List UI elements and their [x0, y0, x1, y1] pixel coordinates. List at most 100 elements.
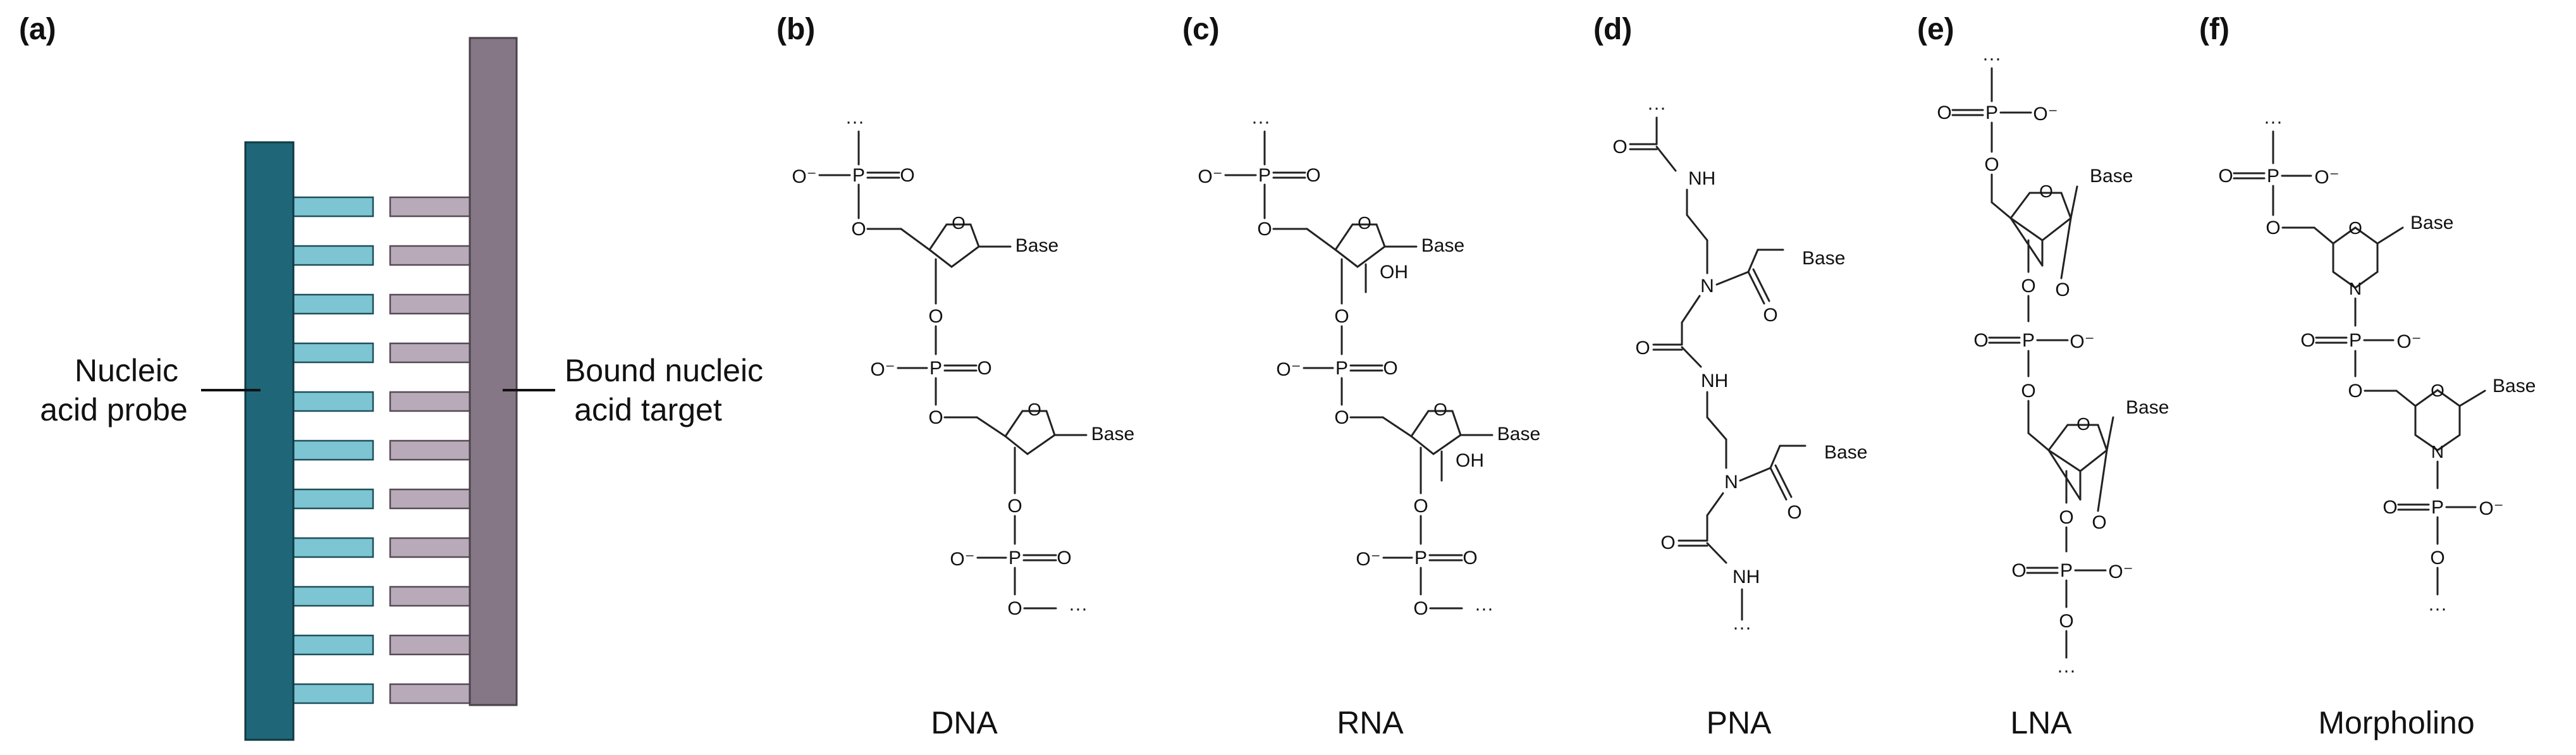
svg-text:O: O	[1334, 407, 1349, 428]
svg-text:O⁻: O⁻	[2479, 498, 2503, 519]
probe-base	[292, 391, 374, 412]
panel-d-pna: (d) ··· O NH N Base O O NH	[1593, 13, 1867, 740]
svg-text:···: ···	[1251, 111, 1270, 132]
svg-text:···: ···	[1982, 48, 2001, 69]
probe-backbone	[244, 141, 295, 741]
svg-text:O: O	[1973, 330, 1988, 351]
svg-text:O: O	[1660, 532, 1675, 553]
svg-text:O: O	[1984, 154, 1999, 175]
svg-text:O: O	[1306, 165, 1320, 186]
pna-structure: ··· O NH N Base O O NH	[1612, 97, 1867, 638]
panel-c-rna: (c) ··· P O⁻ O O O Base OH O P O⁻	[1182, 13, 1540, 740]
svg-text:O: O	[2011, 560, 2026, 581]
target-base	[389, 245, 471, 266]
svg-text:O: O	[2039, 181, 2053, 201]
svg-text:N: N	[1724, 472, 1738, 493]
svg-text:O: O	[1413, 598, 1428, 619]
panel-a: (a) Nucleic acid probe Bound nucleic aci…	[19, 13, 763, 741]
svg-text:OH: OH	[1380, 262, 1408, 283]
svg-text:P: P	[1009, 548, 1021, 568]
svg-text:O: O	[1787, 502, 1801, 523]
svg-text:P: P	[2060, 560, 2073, 581]
svg-text:Base: Base	[2410, 212, 2453, 233]
svg-text:···: ···	[2057, 660, 2076, 681]
svg-text:O: O	[1358, 213, 1371, 233]
svg-text:O: O	[1413, 496, 1428, 517]
svg-text:O: O	[1257, 219, 1272, 240]
svg-text:P: P	[1985, 102, 1998, 123]
probe-base	[292, 488, 374, 510]
svg-text:O: O	[1383, 358, 1397, 379]
svg-text:O: O	[1463, 548, 1477, 568]
svg-text:O: O	[2021, 276, 2035, 297]
probe-label-line2: acid probe	[40, 392, 188, 427]
target-base	[389, 488, 471, 510]
svg-text:O: O	[952, 213, 966, 233]
svg-text:NH: NH	[1733, 567, 1760, 587]
svg-text:Base: Base	[1497, 424, 1540, 445]
caption-rna: RNA	[1337, 705, 1404, 740]
svg-text:Base: Base	[2126, 397, 2169, 418]
svg-text:O⁻: O⁻	[2033, 104, 2058, 125]
svg-text:Base: Base	[1091, 424, 1134, 445]
probe-base	[292, 342, 374, 364]
svg-text:···: ···	[2264, 111, 2283, 132]
svg-text:O: O	[2055, 279, 2070, 300]
morpholino-structure: ··· P O O⁻ O O N Base P O O⁻ O	[2218, 111, 2536, 619]
svg-text:N: N	[2349, 279, 2362, 298]
target-base	[389, 293, 471, 315]
svg-text:O: O	[2218, 166, 2233, 187]
svg-text:O⁻: O⁻	[1356, 549, 1380, 570]
svg-text:O⁻: O⁻	[870, 359, 895, 380]
caption-dna: DNA	[931, 705, 998, 740]
svg-text:P: P	[2431, 497, 2444, 518]
caption-lna: LNA	[2010, 705, 2072, 740]
probe-label-line1: Nucleic	[75, 353, 178, 388]
target-base	[389, 391, 471, 412]
panel-label-b: (b)	[776, 13, 815, 46]
rna-structure: ··· P O⁻ O O O Base OH O P O⁻	[1198, 111, 1540, 619]
svg-text:O: O	[2059, 611, 2073, 632]
svg-text:N: N	[1700, 276, 1714, 297]
svg-text:Base: Base	[2090, 166, 2133, 187]
svg-text:Base: Base	[1421, 235, 1464, 256]
svg-text:O: O	[1937, 102, 1951, 123]
panel-e-lna: (e) ··· P O O⁻ O O Base O O P	[1917, 13, 2169, 740]
svg-text:OH: OH	[1456, 450, 1484, 471]
svg-text:O⁻: O⁻	[2070, 331, 2094, 352]
svg-text:NH: NH	[1688, 168, 1715, 189]
svg-text:O: O	[2431, 381, 2444, 400]
svg-text:P: P	[2267, 166, 2279, 187]
svg-text:P: P	[2349, 330, 2362, 351]
svg-text:O: O	[2348, 218, 2362, 238]
svg-text:O: O	[2383, 497, 2397, 518]
svg-text:Base: Base	[1824, 442, 1867, 463]
svg-text:O: O	[928, 407, 943, 428]
svg-text:O: O	[851, 219, 866, 240]
panel-label-d: (d)	[1593, 13, 1632, 46]
probe-base	[292, 196, 374, 218]
panel-f-morpholino: (f) ··· P O O⁻ O O N Base P O O⁻	[2199, 13, 2536, 740]
svg-text:O: O	[1334, 306, 1349, 327]
svg-text:N: N	[2431, 442, 2444, 462]
svg-text:Base: Base	[1802, 248, 1845, 269]
svg-text:O⁻: O⁻	[1198, 166, 1222, 187]
probe-base	[292, 683, 374, 704]
svg-text:O: O	[2092, 512, 2106, 533]
svg-text:O⁻: O⁻	[792, 166, 816, 187]
probe-bases	[292, 196, 374, 704]
svg-text:O: O	[2300, 330, 2315, 351]
svg-text:O⁻: O⁻	[2396, 331, 2421, 352]
target-base	[389, 439, 471, 461]
lna-structure: ··· P O O⁻ O O Base O O P O	[1937, 48, 2169, 681]
target-base	[389, 537, 471, 558]
svg-text:P: P	[1335, 358, 1348, 379]
target-base	[389, 196, 471, 218]
svg-text:O: O	[928, 306, 943, 327]
svg-text:P: P	[1258, 165, 1271, 186]
probe-base	[292, 634, 374, 656]
svg-text:O⁻: O⁻	[950, 549, 974, 570]
dna-structure: ··· P O⁻ O O O Base O P O⁻ O	[792, 111, 1134, 619]
panel-label-e: (e)	[1917, 13, 1954, 46]
